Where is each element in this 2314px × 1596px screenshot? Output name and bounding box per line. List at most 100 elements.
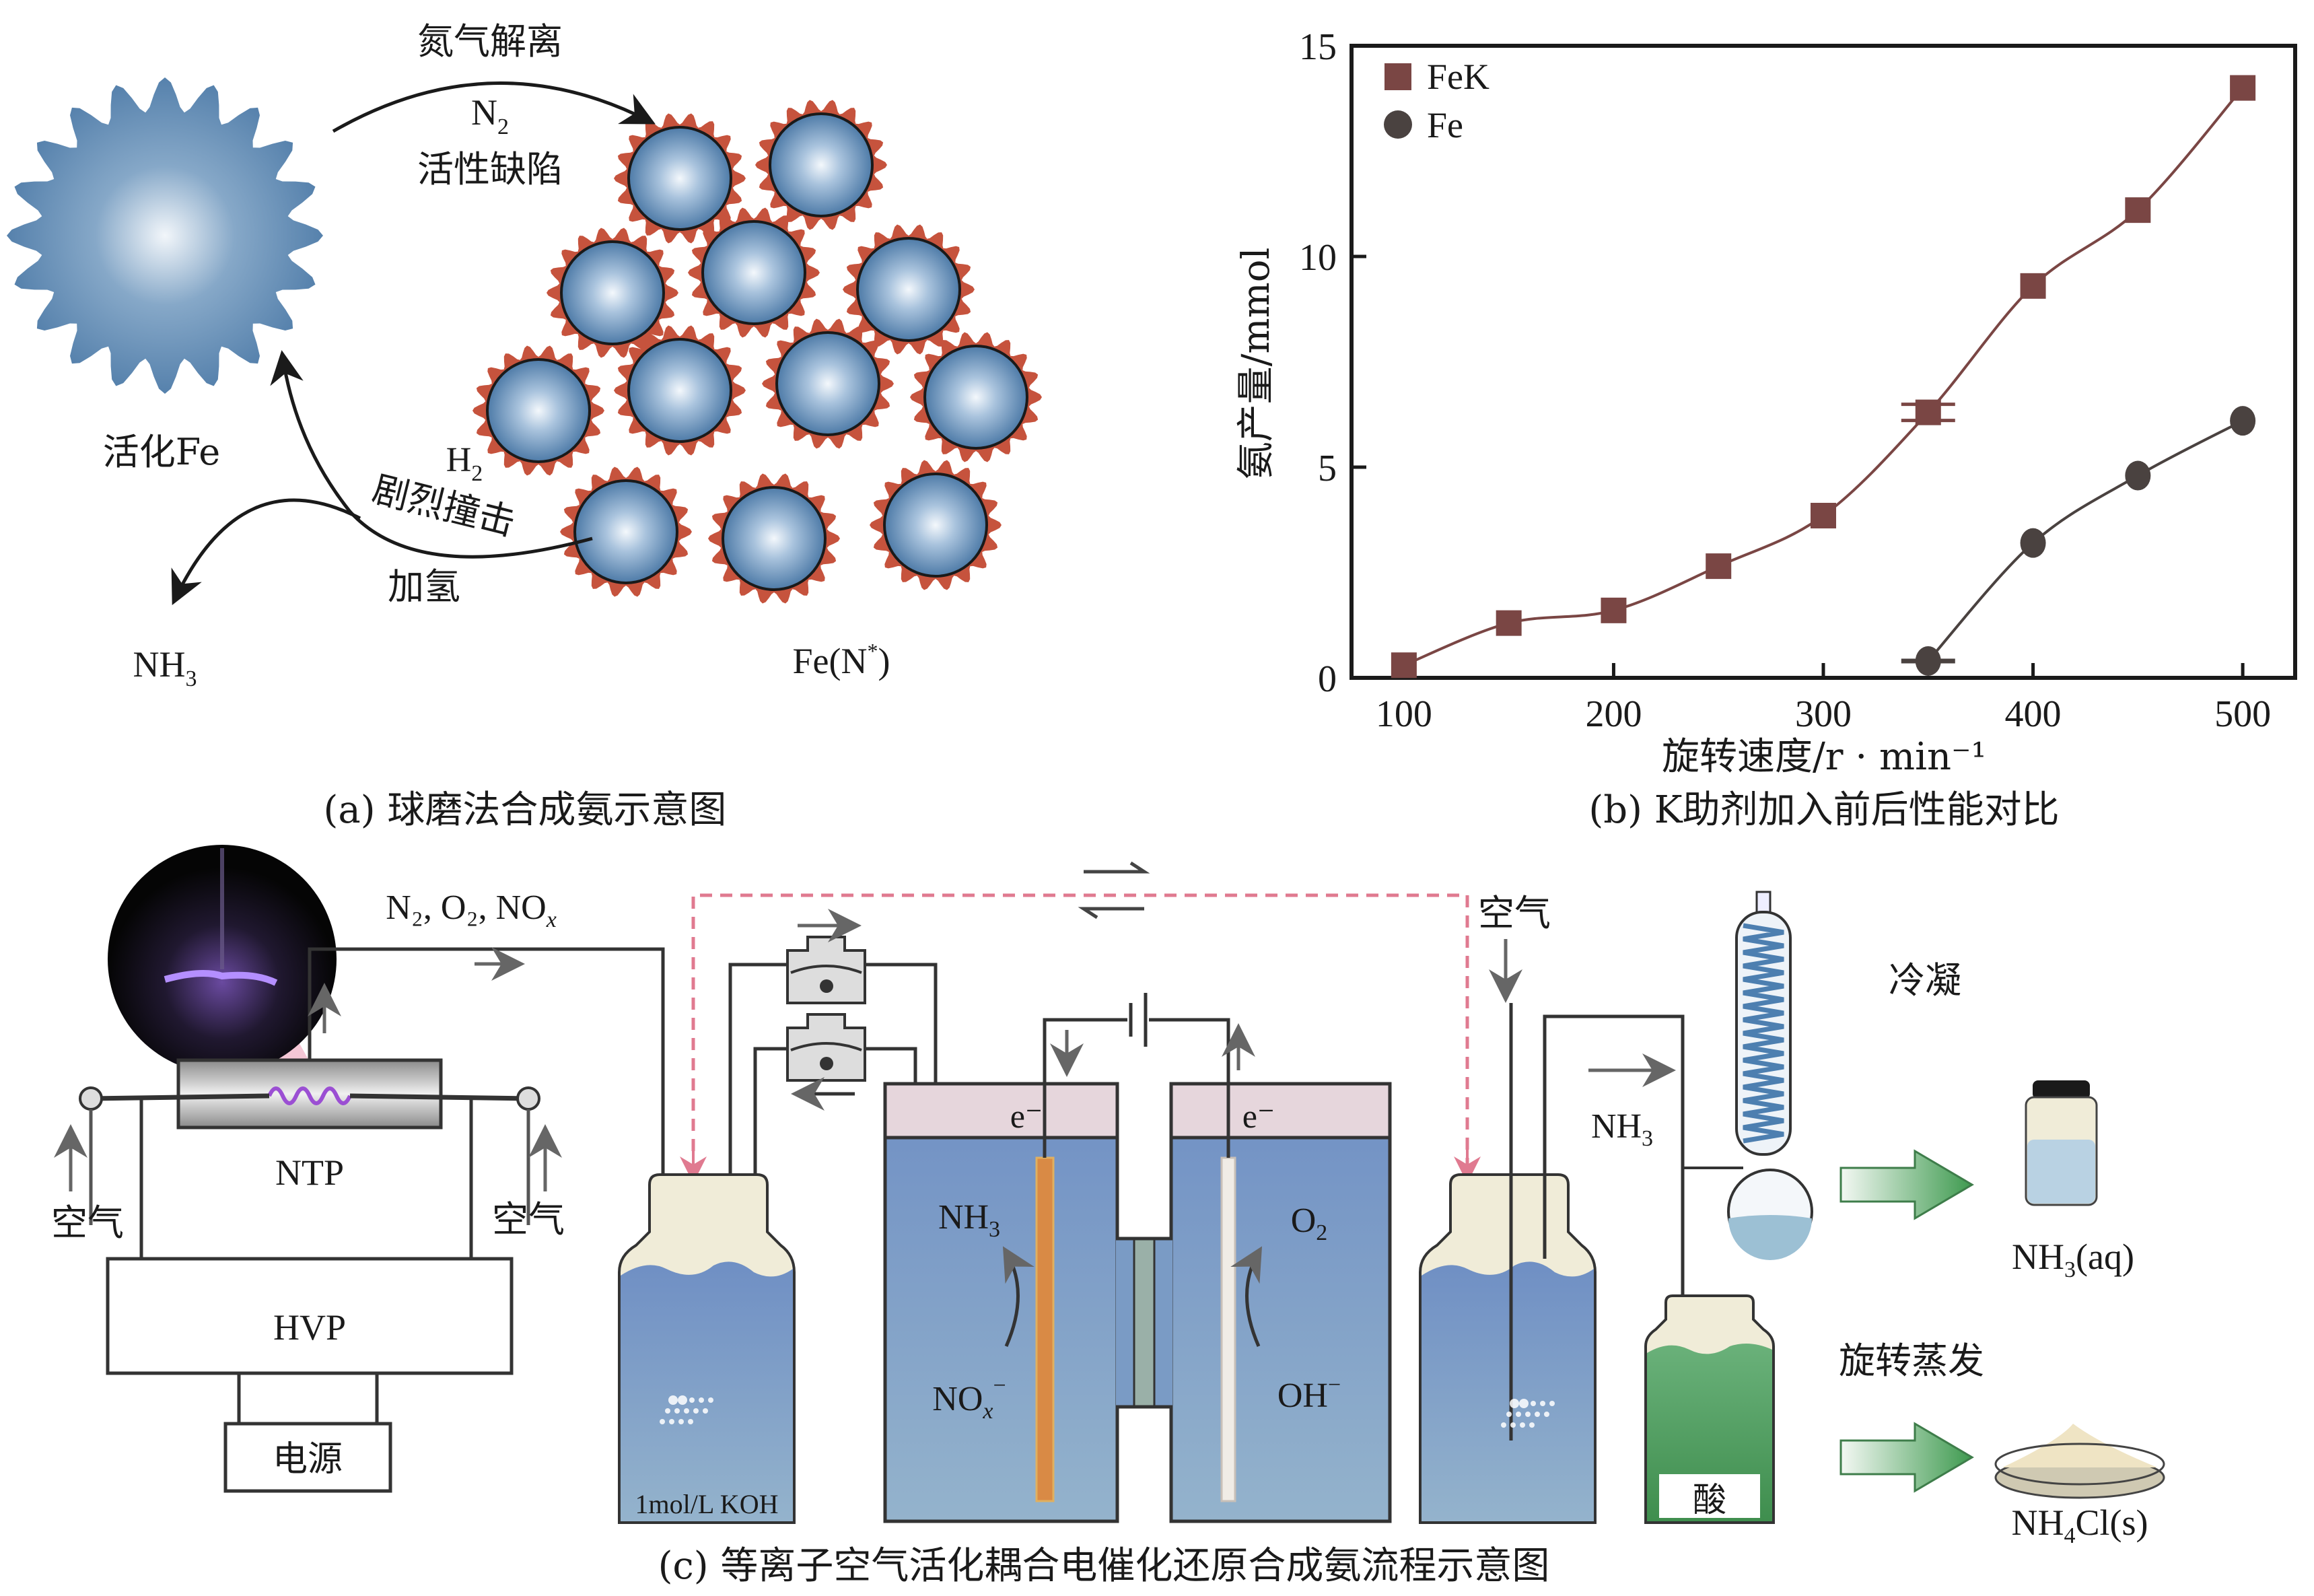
x-tick-label: 100 [1376,693,1432,735]
arrow-hydrogenation [171,498,361,606]
ammonium-chloride-dish [1994,1424,2165,1499]
legend-label-fe: Fe [1427,105,1463,145]
gas-bubble [1531,1401,1536,1406]
activated-fe-particle [7,77,323,394]
y-tick-label: 0 [1318,658,1337,700]
cathode-electrode [1035,1156,1055,1502]
caption-a: (a) 球磨法合成氨示意图 [324,788,727,832]
data-point-fe [2230,406,2256,436]
fe-n-particle [708,473,840,604]
fe-n-particle [547,228,678,358]
x-tick-label: 500 [2214,693,2271,735]
gas-bubble [669,1419,674,1424]
data-point-fe [2125,460,2151,491]
data-point-fek [1496,610,1522,636]
evaporate-label: 旋转蒸发 [1839,1340,1984,1382]
label-h2: H2 [446,441,483,486]
power-label: 电源 [273,1439,343,1480]
data-point-fek [1391,652,1417,679]
fe-n-particle [755,100,887,230]
electron-label-right: e⁻ [1242,1097,1275,1135]
spiky-sphere [7,77,323,394]
legend-marker-fe [1384,110,1412,139]
data-point-fek [2230,75,2256,101]
condenser [1683,891,1813,1260]
data-point-fe [1915,646,1941,676]
condense-label: 冷凝 [1889,959,1961,1002]
label-activated-fe: 活化Fe [103,431,220,473]
gas-bubble [674,1408,680,1414]
caption-b: (b) K助剂加入前后性能对比 [1588,788,2059,832]
gas-bubble [708,1397,713,1403]
gas-mixture-label: N₂, O₂, NOx [386,889,557,932]
green-arrow-evaporate [1839,1422,1974,1493]
label-n2: N2 [471,92,509,139]
gas-bubble [1510,1422,1516,1428]
air-label-right: 空气 [492,1198,565,1241]
anode-electrode [1220,1156,1236,1502]
round-flask [1727,1169,1813,1255]
legend: FeK Fe [1384,57,1489,145]
gas-bubble [703,1408,708,1414]
ntp-reactor [79,1058,540,1130]
fe-n-particle [614,113,746,244]
koh-label: 1mol/L KOH [635,1489,779,1519]
gas-bubble [1540,1401,1545,1406]
data-point-fek [1706,553,1732,580]
gas-bubble [1510,1399,1519,1408]
arrow-n2-dissociation [332,81,656,133]
series-line-fek [1403,87,2244,667]
gas-bubble [1525,1412,1531,1417]
condenser-coil [1743,923,1784,1144]
x-axis-label: 旋转速度/r · min⁻¹ [1662,735,1986,779]
gas-bubble [1501,1422,1506,1428]
fe-n-particle [560,466,692,597]
product-aq-label: NH3(aq) [2012,1237,2134,1282]
product-solid-label: NH4Cl(s) [2012,1502,2148,1548]
acid-label: 酸 [1693,1480,1726,1519]
electron-label-left: e⁻ [1010,1097,1043,1135]
cathode-reactant-label: NOx− [932,1373,1006,1424]
fe-n-particle [910,332,1042,462]
legend-marker-fek [1384,63,1411,90]
air-stripping-bottle [1419,1173,1597,1524]
label-collision: 剧烈撞击 [368,468,520,544]
fe-n-particle-cluster [472,100,1042,604]
gas-bubble [1520,1422,1525,1428]
panel-a-ball-milling: 氮气解离 N2 活性缺陷 活化Fe H2 剧烈撞击 加氢 NH3 Fe(N*) … [7,20,1042,832]
data-point-fek [2125,197,2151,223]
gas-bubble [1506,1412,1512,1417]
data-point-fek [2020,273,2046,299]
gas-bubble [1544,1412,1549,1417]
fe-n-particle [688,207,820,338]
gas-bubble [693,1408,699,1414]
plasma-photo-inset [108,845,337,1074]
legend-label-fek: FeK [1427,57,1489,97]
hvp-label: HVP [273,1307,346,1348]
air-label-left: 空气 [51,1202,124,1244]
power-supply-box [223,1422,392,1493]
plot-frame [1349,44,2297,680]
acid-absorption-bottle [1644,1294,1775,1524]
label-nh3: NH3 [133,644,197,691]
fe-n-particle [472,345,604,476]
anode-product-label: O2 [1291,1202,1328,1245]
peristaltic-pump-top [786,936,866,1004]
reversible-flow-arrows [1078,861,1150,920]
gas-bubble [688,1419,693,1424]
gas-bubble [689,1397,695,1403]
ammonia-solution-vial [2025,1080,2098,1206]
fe-n-particle [762,318,894,449]
x-tick-label: 200 [1585,693,1642,735]
koh-absorption-bottle [618,1173,796,1524]
gas-bubble [660,1419,665,1424]
gas-bubble [1519,1399,1529,1408]
label-active-defect: 活性缺陷 [417,148,563,190]
fe-n-particle [843,224,975,355]
x-tick-label: 400 [2005,693,2062,735]
anode-reactant-label: OH− [1277,1373,1341,1415]
gas-bubble [678,1395,687,1405]
data-point-fek [1915,399,1941,425]
data-point-fek [1811,502,1836,528]
hvp-box [106,1257,514,1375]
